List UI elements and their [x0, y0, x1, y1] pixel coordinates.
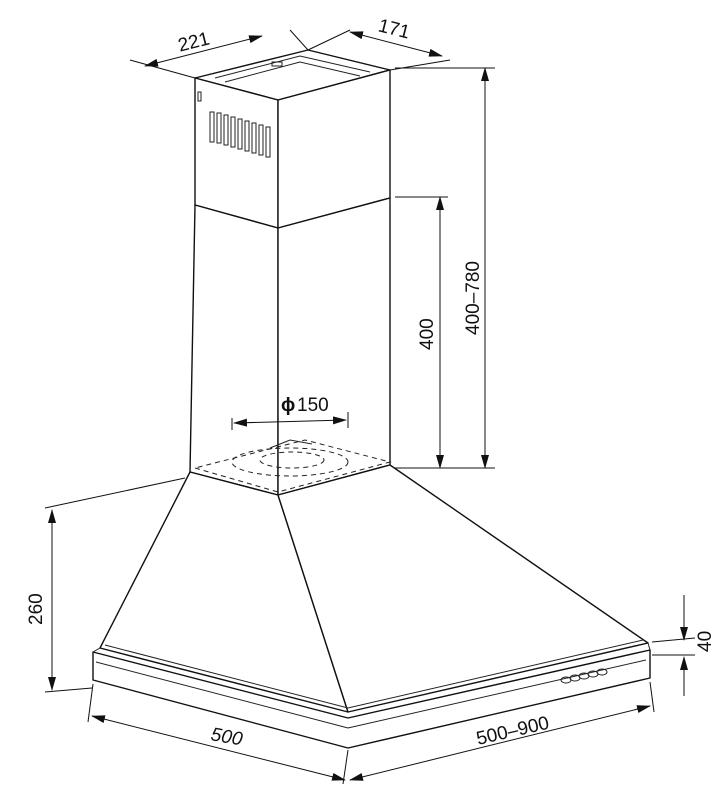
screw-hole — [197, 91, 202, 102]
control-buttons — [560, 668, 608, 684]
dim-canopy-height: 260 — [26, 477, 186, 693]
dim-40-label: 40 — [695, 631, 716, 652]
dim-lower-chimney: 400 — [395, 196, 448, 469]
dim-221-label: 221 — [176, 28, 212, 56]
vent-slots — [209, 111, 271, 158]
dim-171-label: 171 — [376, 15, 412, 43]
dim-400-label: 400 — [417, 318, 438, 350]
dim-base-width: 500 — [87, 683, 349, 785]
dim-260-label: 260 — [26, 593, 47, 625]
dim-diameter-symbol: ϕ — [281, 395, 295, 416]
lower-chimney — [189, 197, 391, 496]
canopy — [99, 464, 649, 713]
upper-chimney — [194, 49, 391, 229]
dim-outlet-diameter: ϕ 150 — [231, 395, 349, 430]
dim-150-label: 150 — [297, 395, 329, 416]
dim-400-780-label: 400–780 — [463, 261, 484, 335]
outlet-hidden — [193, 439, 392, 493]
dim-500-900-label: 500–900 — [474, 713, 551, 750]
dim-total-chimney: 400–780 — [395, 67, 495, 469]
dim-base-thickness: 40 — [651, 595, 716, 696]
